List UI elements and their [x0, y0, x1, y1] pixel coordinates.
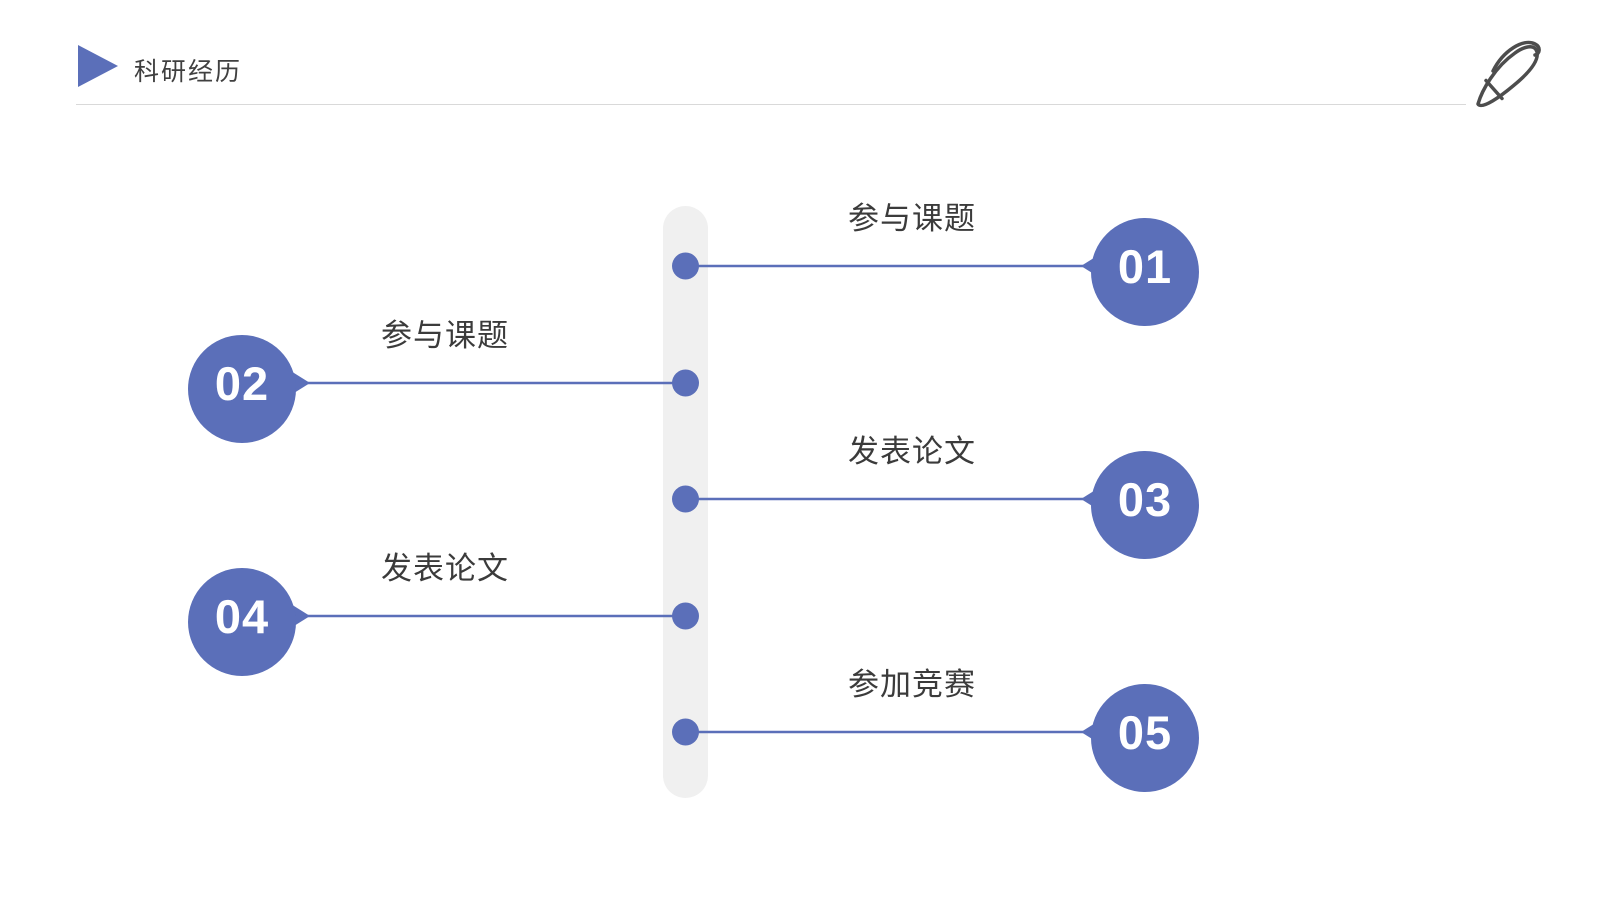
- item-number-circle-5: [1091, 684, 1199, 792]
- item-number-circle-2: [188, 335, 296, 443]
- triangle-right-icon: [78, 45, 118, 87]
- pen-swoosh: [1491, 40, 1541, 73]
- page-title: 科研经历: [134, 58, 243, 86]
- item-label-5: 参加竞赛: [848, 667, 976, 702]
- item-number-circle-4: [188, 568, 296, 676]
- header-rule: [76, 104, 1466, 105]
- item-label-1: 参与课题: [848, 201, 976, 236]
- pen-icon: [1476, 40, 1541, 108]
- item-number-2: 02: [214, 357, 270, 410]
- item-label-2: 参与课题: [381, 318, 509, 353]
- item-number-circle-3: [1091, 451, 1199, 559]
- item-number-circle-1: [1091, 218, 1199, 326]
- header-graphics: [78, 45, 118, 87]
- timeline-node-dot-3: [672, 485, 699, 513]
- item-label-4: 发表论文: [381, 551, 509, 586]
- timeline-node-dot-5: [672, 718, 699, 746]
- timeline-node-dot-4: [672, 602, 699, 630]
- item-number-4: 04: [214, 590, 270, 643]
- item-label-3: 发表论文: [848, 434, 976, 469]
- item-number-5: 05: [1117, 706, 1173, 759]
- timeline-node-dot-1: [672, 252, 699, 280]
- item-number-3: 03: [1117, 473, 1173, 526]
- pen-divider: [1484, 78, 1504, 101]
- item-number-1: 01: [1117, 240, 1173, 293]
- timeline-node-dot-2: [672, 369, 699, 397]
